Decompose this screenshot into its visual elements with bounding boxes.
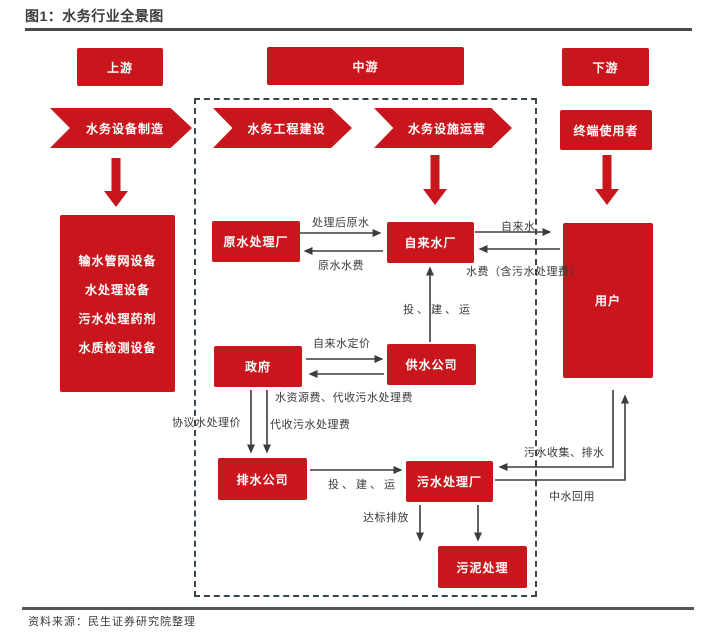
edge-label-invest-build-operate-drainage: 投、建、运	[328, 479, 398, 491]
chevron-equipment-manufacturing: 水务设备制造	[50, 108, 192, 148]
edge-label-collect-sewage-fee: 代收污水处理费	[270, 419, 351, 431]
product-line: 水质检测设备	[78, 340, 157, 355]
node-end-user: 终端使用者	[560, 110, 652, 150]
node-users: 用户	[563, 223, 653, 378]
product-line: 污水处理药剂	[78, 311, 157, 326]
edge-label-reclaimed-reuse: 中水回用	[549, 491, 595, 503]
stage-downstream: 下游	[562, 48, 649, 86]
edge-label-raw-water-fee: 原水水费	[318, 260, 364, 272]
edge-label-treated-raw-water: 处理后原水	[312, 217, 370, 229]
node-upstream-products: 输水管网设备 水处理设备 污水处理药剂 水质检测设备	[60, 215, 175, 392]
edge-label-sewage-collection: 污水收集、排水	[524, 447, 605, 459]
source-note: 资料来源：民生证券研究院整理	[28, 616, 196, 628]
node-tap-water-plant: 自来水厂	[387, 222, 474, 263]
midstream-dashed-boundary	[194, 98, 537, 597]
product-line: 水处理设备	[84, 282, 150, 297]
edge-label-resource-fee: 水资源费、代收污水处理费	[275, 392, 413, 404]
edge-label-tap-water: 自来水	[501, 221, 536, 233]
node-government: 政府	[214, 346, 302, 387]
stage-upstream: 上游	[77, 48, 163, 86]
title-divider	[25, 28, 692, 31]
edge-label-standard-discharge: 达标排放	[363, 512, 409, 524]
edge-label-agreement-price: 协议水处理价	[172, 417, 241, 429]
node-sewage-treatment-plant: 污水处理厂	[406, 461, 493, 502]
edge-label-invest-build-operate-supply: 投、建、运	[403, 304, 473, 316]
edge-label-tap-water-pricing: 自来水定价	[313, 338, 371, 350]
node-sludge-treatment: 污泥处理	[438, 546, 527, 588]
red-down-arrow-end-user	[595, 155, 619, 205]
node-drainage-company: 排水公司	[218, 458, 307, 500]
footer-divider	[22, 607, 694, 610]
node-raw-water-plant: 原水处理厂	[212, 221, 300, 262]
figure-title: 图1：水务行业全景图	[25, 8, 164, 24]
product-line: 输水管网设备	[78, 253, 157, 268]
chevron-facility-operation: 水务设施运营	[374, 108, 512, 148]
chevron-engineering-construction: 水务工程建设	[213, 108, 352, 148]
red-down-arrow-equipment	[104, 158, 128, 207]
node-water-supply-company: 供水公司	[387, 344, 476, 385]
stage-midstream: 中游	[267, 47, 464, 85]
edge-label-water-fee: 水费（含污水处理费）	[466, 266, 581, 278]
